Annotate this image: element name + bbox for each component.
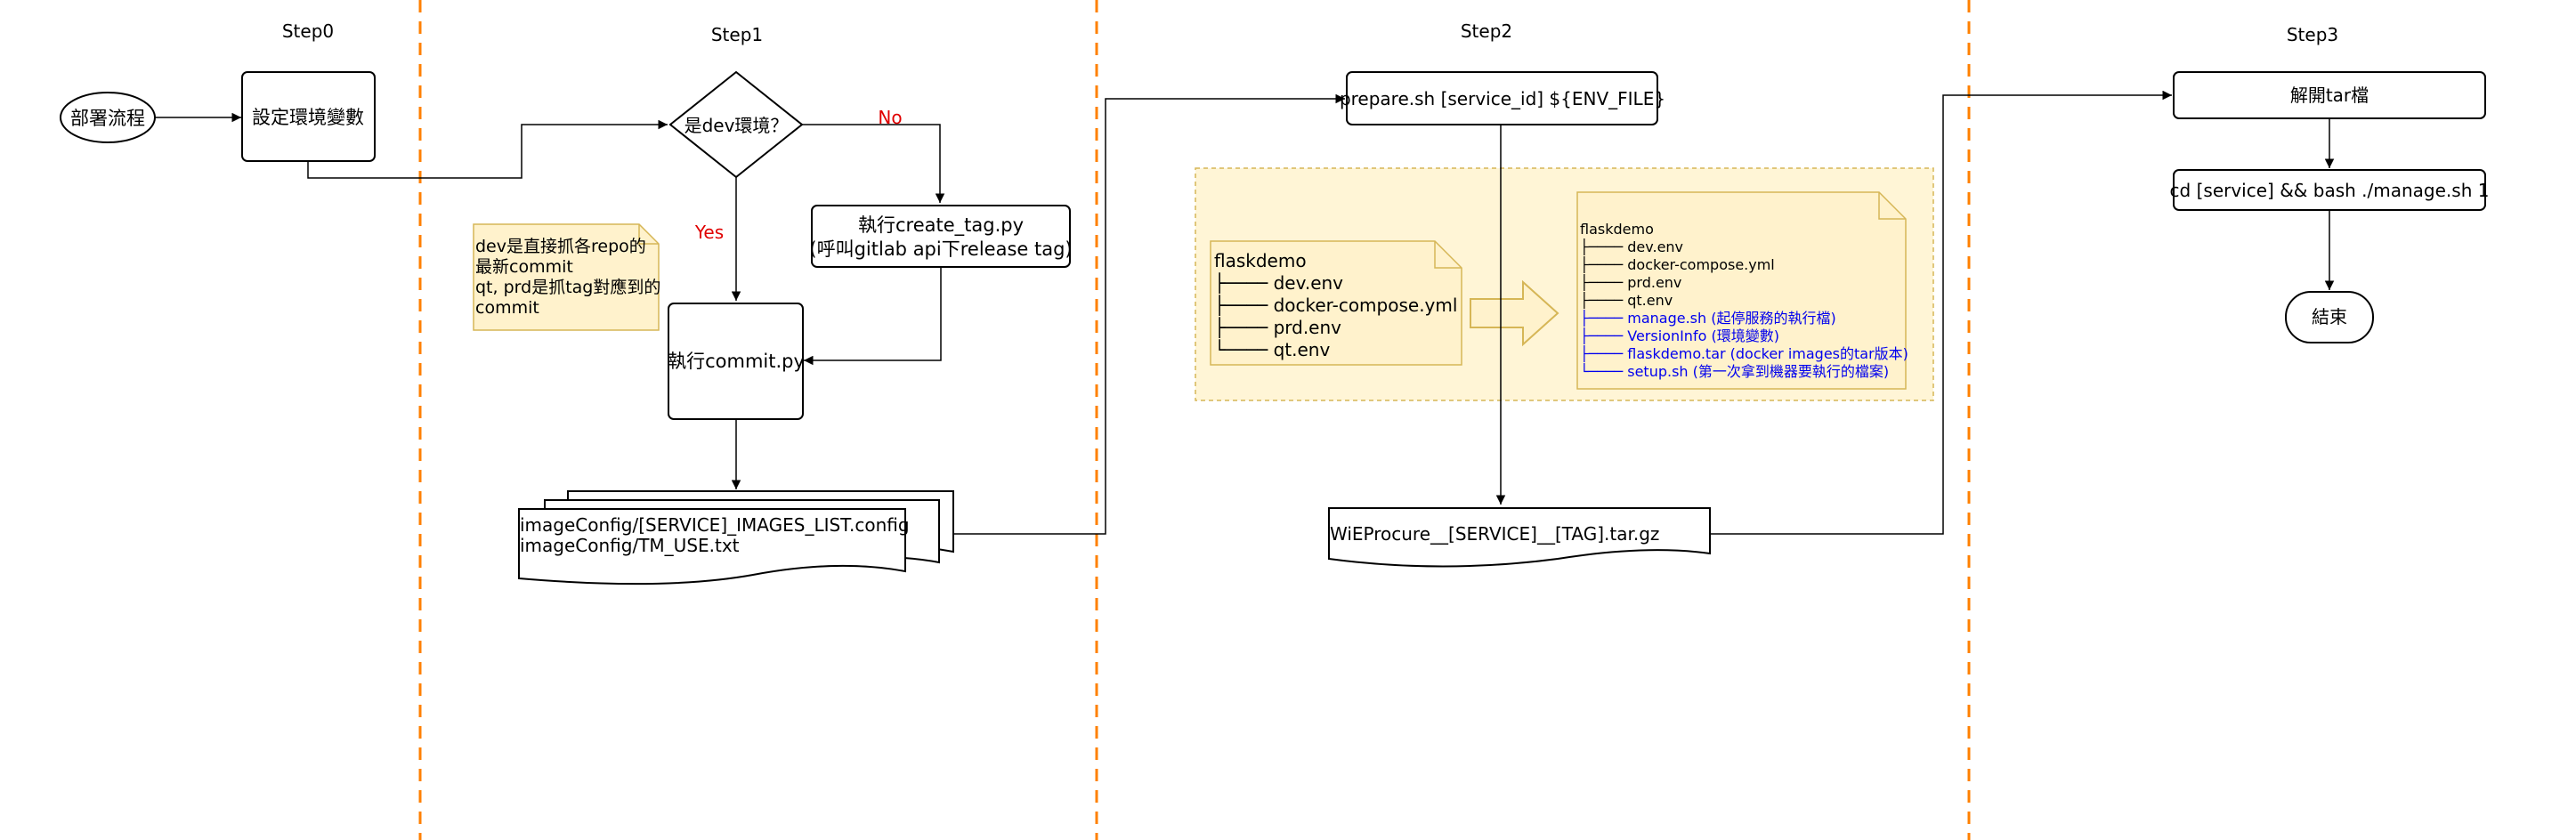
- tree-after-item-1: ├──── docker-compose.yml: [1580, 255, 1775, 273]
- tree-before-items: ├──── dev.env├──── docker-compose.yml├──…: [1214, 272, 1457, 360]
- tree-after-root: flaskdemo: [1580, 221, 1654, 238]
- tree-after-item-2: ├──── prd.env: [1580, 273, 1681, 291]
- set-env-node-label: 設定環境變數: [252, 107, 364, 128]
- step-header-0: Step0: [282, 20, 334, 42]
- edge-set-env-to-is-dev: [307, 119, 668, 179]
- transform-arrow: [1470, 279, 1559, 347]
- create-tag-line-2: (呼叫gitlab api下release tag): [809, 238, 1072, 260]
- manage-node: cd [service] && bash ./manage.sh 1: [2170, 169, 2490, 211]
- edge-label-yes: Yes: [694, 222, 724, 243]
- edge-image-config-to-prepare: [953, 93, 1345, 535]
- is-dev-decision-label: 是dev環境？: [685, 115, 789, 136]
- tarball-document: WiEProcure__[SERVICE]__[TAG].tar.gz: [1328, 507, 1711, 568]
- end-node-label: 結束: [2312, 306, 2347, 327]
- tree-before-item-1: ├──── docker-compose.yml: [1214, 295, 1457, 316]
- note-box: dev是直接抓各repo的 最新commit qt, prd是抓tag對應到的 …: [473, 223, 660, 331]
- tree-after-item-0: ├──── dev.env: [1580, 238, 1683, 255]
- commit-node-label: 執行commit.py: [668, 351, 805, 372]
- note-line-4: commit: [475, 298, 539, 318]
- tree-before-root: flaskdemo: [1214, 250, 1307, 271]
- note-line-3: qt, prd是抓tag對應到的: [475, 277, 660, 297]
- edge-create-tag-to-commit: [804, 267, 942, 366]
- tree-after-item-3: ├──── qt.env: [1580, 291, 1673, 309]
- step-header-1: Step1: [711, 24, 763, 45]
- note-line-1: dev是直接抓各repo的: [475, 237, 646, 256]
- lane-dividers: [418, 0, 1971, 840]
- set-env-node: 設定環境變數: [241, 71, 376, 162]
- image-config-line-2: imageConfig/TM_USE.txt: [520, 535, 740, 556]
- edge-tarball-to-extract: [1710, 90, 2172, 535]
- edge-label-no: No: [878, 107, 902, 128]
- end-node: 結束: [2285, 291, 2374, 343]
- tree-after-item-4: ├──── manage.sh (起停服務的執行檔): [1580, 309, 1836, 327]
- extract-node: 解開tar檔: [2173, 71, 2486, 119]
- image-config-documents: imageConfig/[SERVICE]_IMAGES_LIST.config…: [518, 490, 954, 586]
- tree-after-item-7: └──── setup.sh (第一次拿到機器要執行的檔案): [1580, 362, 1889, 380]
- step-header-2: Step2: [1461, 20, 1512, 42]
- prepare-detail-panel: flaskdemo ├──── dev.env├──── docker-comp…: [1195, 167, 1934, 401]
- tree-before-item-2: ├──── prd.env: [1214, 317, 1341, 338]
- edge-no: [802, 124, 945, 203]
- extract-node-label: 解開tar檔: [2290, 85, 2369, 106]
- is-dev-decision: 是dev環境？: [668, 70, 804, 179]
- tree-after-doc: flaskdemo ├──── dev.env├──── docker-comp…: [1576, 191, 1908, 390]
- prepare-node: prepare.sh [service_id] ${ENV_FILE}: [1340, 71, 1665, 125]
- tree-before-item-0: ├──── dev.env: [1214, 272, 1343, 294]
- step-header-3: Step3: [2287, 24, 2338, 45]
- create-tag-node: 執行create_tag.py (呼叫gitlab api下release ta…: [809, 205, 1073, 268]
- create-tag-line-1: 執行create_tag.py: [858, 214, 1024, 237]
- manage-node-label: cd [service] && bash ./manage.sh 1: [2170, 180, 2490, 201]
- prepare-node-label: prepare.sh [service_id] ${ENV_FILE}: [1340, 88, 1665, 109]
- tree-after-item-6: ├──── flaskdemo.tar (docker images的tar版本…: [1580, 344, 1908, 362]
- tree-before-doc: flaskdemo ├──── dev.env├──── docker-comp…: [1210, 240, 1462, 366]
- tarball-label: WiEProcure__[SERVICE]__[TAG].tar.gz: [1330, 523, 1659, 545]
- tree-before-item-3: └──── qt.env: [1214, 339, 1330, 360]
- image-config-line-1: imageConfig/[SERVICE]_IMAGES_LIST.config: [520, 514, 910, 536]
- start-node-label: 部署流程: [70, 108, 145, 129]
- tree-after-item-5: ├──── VersionInfo (環境變數): [1580, 327, 1779, 344]
- note-line-2: 最新commit: [475, 257, 573, 277]
- start-node: 部署流程: [60, 92, 156, 143]
- commit-node: 執行commit.py: [668, 303, 805, 420]
- tree-after-items: ├──── dev.env├──── docker-compose.yml├──…: [1580, 238, 1908, 380]
